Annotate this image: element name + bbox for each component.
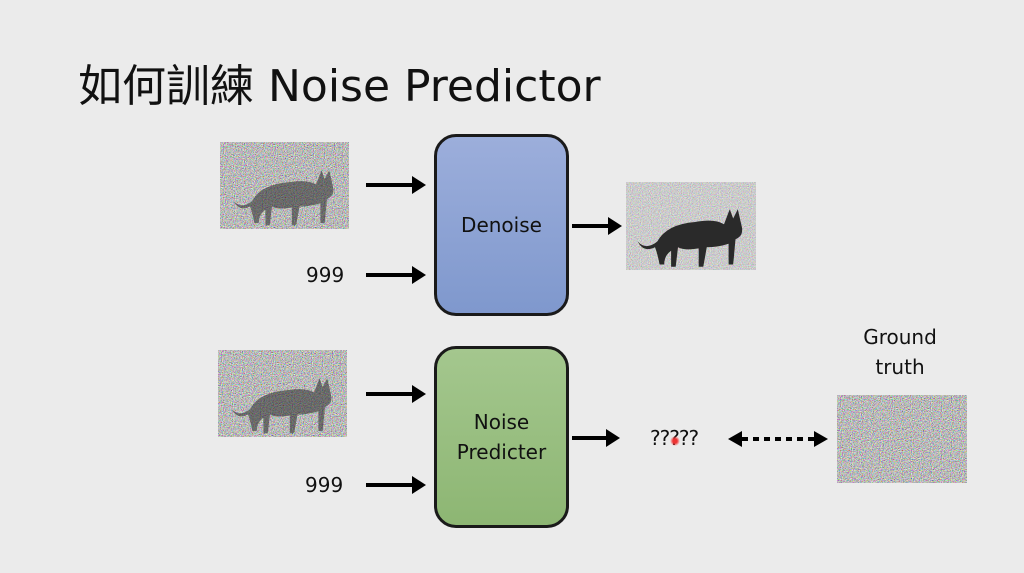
noise-predicter-label-1: Noise	[473, 410, 530, 434]
step-arrow	[366, 266, 426, 284]
denoise-label: Denoise	[461, 213, 542, 237]
noisy-cat-image	[218, 350, 347, 437]
step-arrow	[366, 476, 426, 494]
ground-truth-line-1: Ground	[863, 325, 937, 349]
noisy-cat-image	[220, 142, 349, 229]
slide-title: 如何訓練 Noise Predictor	[78, 61, 601, 112]
noise-predicter-label-2: Predicter	[456, 440, 547, 464]
ground-truth-label: Ground truth	[840, 322, 960, 382]
ground-truth-line-2: truth	[875, 355, 925, 379]
output-arrow	[572, 429, 620, 447]
output-arrow	[572, 217, 622, 235]
input-arrow	[366, 385, 426, 403]
step-label: 999	[305, 473, 344, 497]
cursor-pointer-dot	[670, 436, 680, 446]
denoise-module: Denoise	[434, 134, 569, 316]
input-arrow	[366, 176, 426, 194]
ground-truth-noise-image	[837, 395, 967, 483]
step-label: 999	[306, 263, 345, 287]
compare-dashed-arrow	[728, 431, 828, 447]
denoised-cat-image	[626, 182, 756, 270]
